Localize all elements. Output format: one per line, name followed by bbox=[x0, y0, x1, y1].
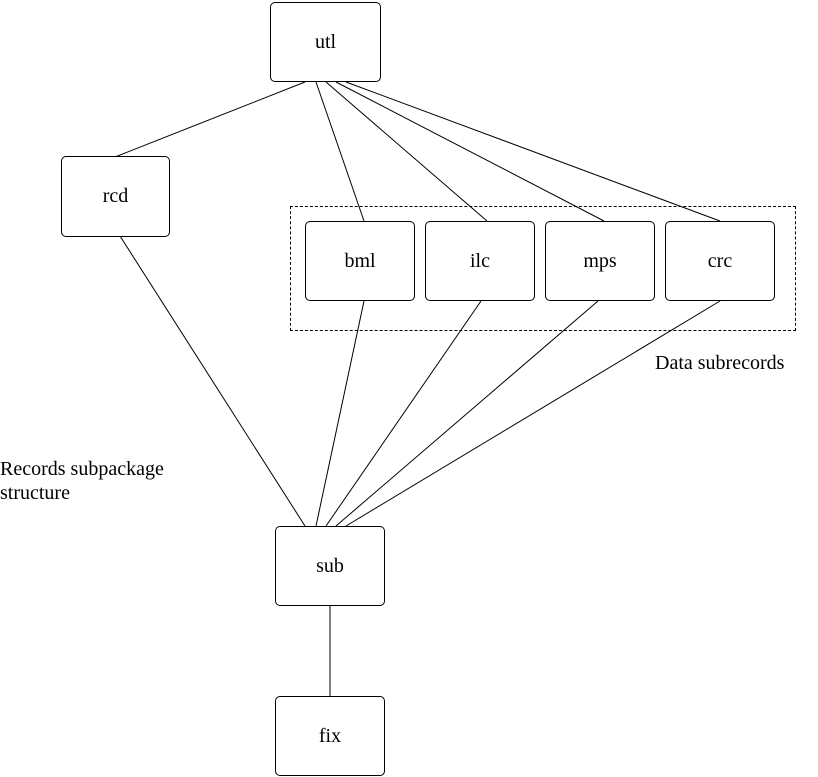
edge-utl-bml bbox=[315, 81, 365, 222]
data-subrecords-group bbox=[290, 206, 796, 331]
edge-utl-crc bbox=[345, 81, 721, 222]
edge-crc-sub bbox=[345, 300, 721, 527]
data-subrecords-label: Data subrecords bbox=[655, 352, 785, 374]
edge-ilc-sub bbox=[325, 300, 482, 527]
edge-utl-ilc bbox=[325, 81, 488, 222]
edge-utl-mps bbox=[335, 81, 605, 222]
edge-utl-rcd bbox=[114, 81, 306, 158]
node-bml: bml bbox=[305, 221, 415, 301]
node-ilc: ilc bbox=[425, 221, 535, 301]
node-mps: mps bbox=[545, 221, 655, 301]
node-crc: crc bbox=[665, 221, 775, 301]
node-utl: utl bbox=[270, 2, 381, 82]
node-fix: fix bbox=[275, 696, 385, 776]
edge-rcd-sub bbox=[119, 235, 306, 527]
node-rcd: rcd bbox=[61, 156, 170, 237]
records-structure-label-line1: Records subpackage bbox=[0, 458, 164, 480]
node-sub: sub bbox=[275, 526, 385, 606]
edge-mps-sub bbox=[335, 300, 599, 527]
records-structure-label-line2: structure bbox=[0, 482, 70, 504]
edge-bml-sub bbox=[315, 300, 365, 527]
